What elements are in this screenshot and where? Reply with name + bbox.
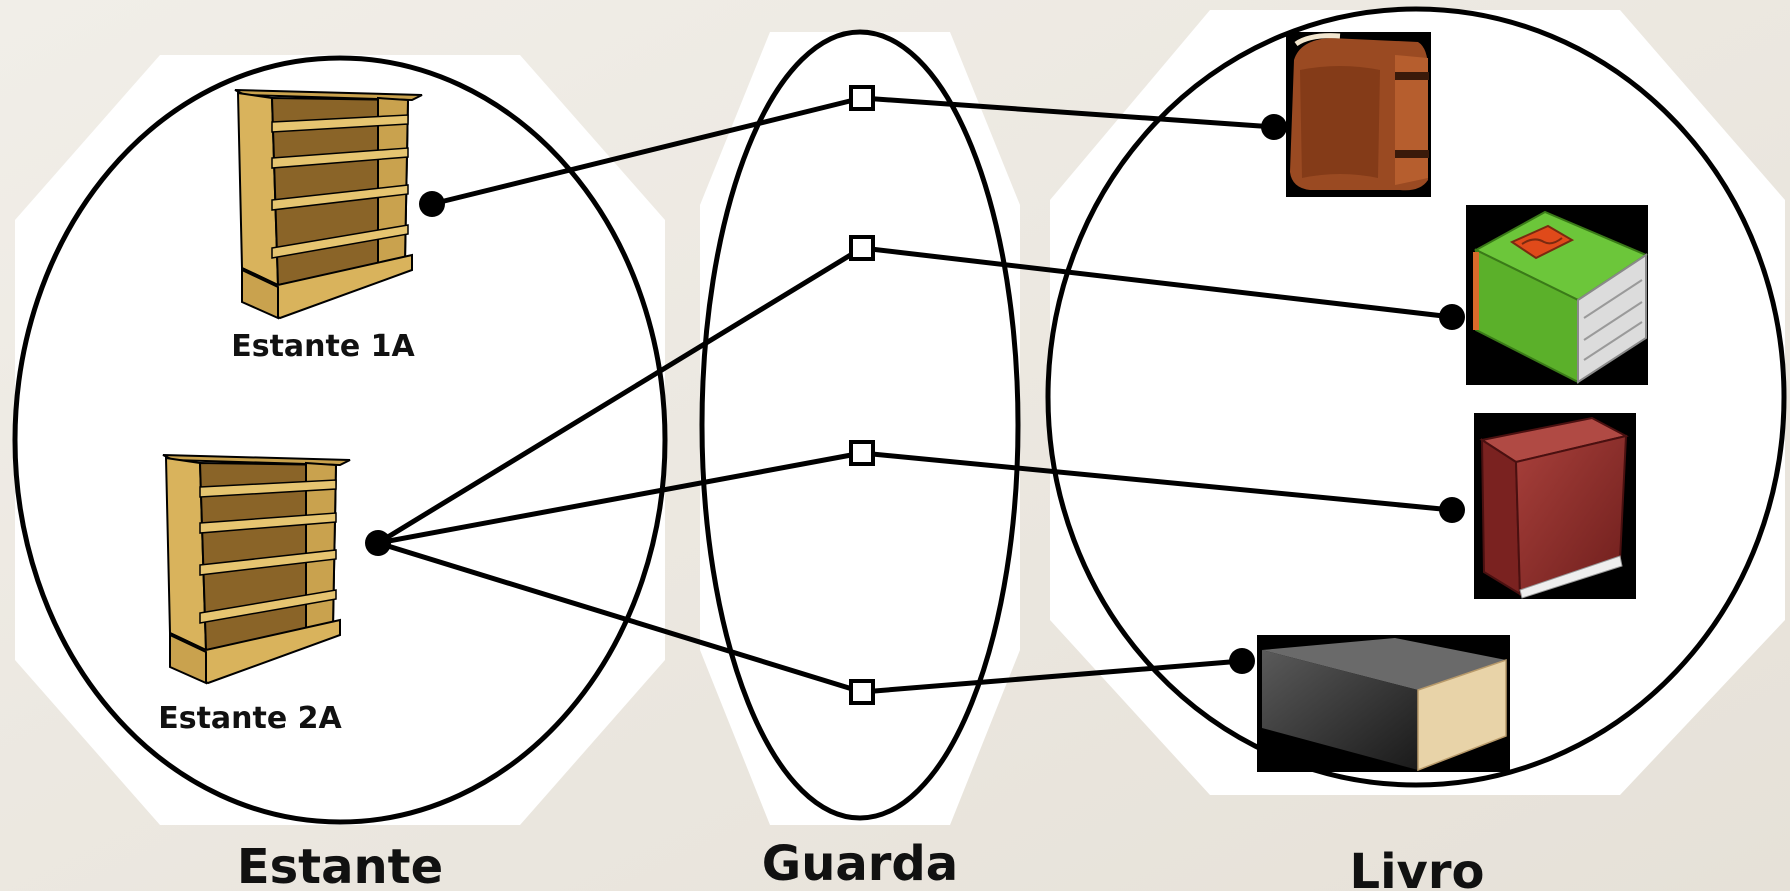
link-estante-2a-to-guarda-2 [376,245,864,546]
guarda-set-label: Guarda [762,836,958,891]
link-guarda-2-to-book-2 [861,245,1453,320]
estante-2a-label: Estante 2A [158,701,342,736]
estante-set-label: Estante [237,839,443,891]
estante-1a-node [419,191,445,217]
guarda-node-3 [849,440,875,466]
link-estante-2a-to-guarda-4 [377,540,863,695]
estante-1a-label: Estante 1A [231,329,415,364]
book-2-node [1439,304,1465,330]
guarda-node-1 [849,85,875,111]
estante-set-ellipse [12,55,668,825]
estante-2a-node [365,530,391,556]
red-book-icon [1474,413,1636,599]
bookshelf-1a-icon [234,89,423,320]
livro-set-ellipse [1045,6,1787,788]
green-book-icon [1466,205,1649,385]
guarda-set-ellipse [699,29,1021,821]
guarda-node-4 [849,679,875,705]
guarda-node-2 [849,235,875,261]
book-1-node [1261,114,1287,140]
link-estante-1a-to-guarda-1 [431,95,863,207]
guarda-set-backdrop [700,32,1020,825]
book-3-node [1439,497,1465,523]
link-estante-2a-to-guarda-3 [377,450,863,546]
link-guarda-4-to-book-4 [861,658,1243,695]
black-book-icon [1257,635,1510,772]
link-guarda-1-to-book-1 [861,95,1275,130]
book-4-node [1229,648,1255,674]
livro-set-label: Livro [1350,844,1485,891]
bookshelf-2a-icon [162,454,351,685]
link-guarda-3-to-book-3 [861,450,1453,513]
brown-leather-book-icon [1286,32,1431,197]
